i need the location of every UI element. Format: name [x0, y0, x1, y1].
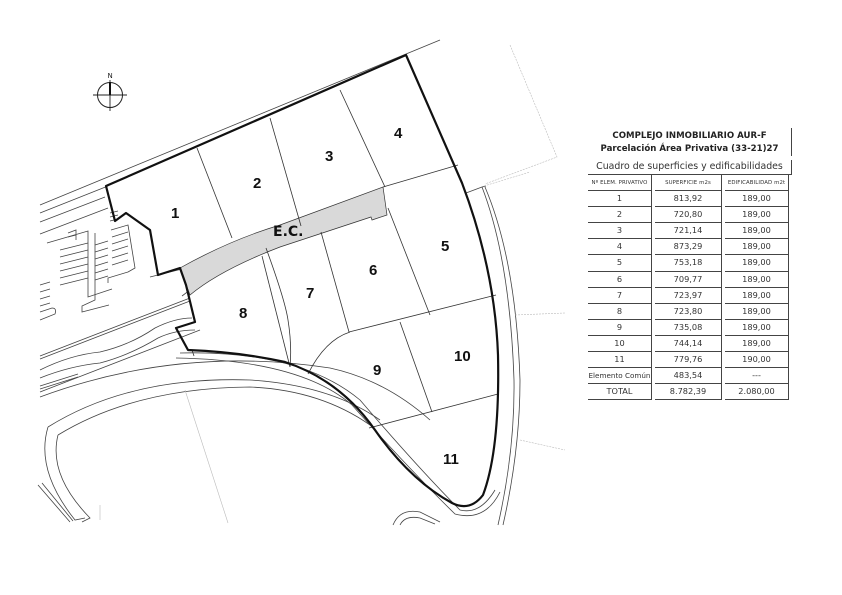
- table-total-row: TOTAL 8.782,39 2.080,00: [588, 384, 792, 401]
- total-label: TOTAL: [588, 384, 652, 401]
- table-caption: Cuadro de superficies y edificabilidades: [588, 160, 792, 175]
- header-surface: SUPERFICIE m2s: [655, 175, 722, 192]
- cell-surface: 873,29: [655, 239, 722, 256]
- cell-element: 11: [588, 352, 652, 369]
- cell-surface: 483,54: [655, 368, 722, 385]
- cell-buildability: 189,00: [725, 223, 789, 240]
- lot-label-10: 10: [454, 348, 471, 365]
- table-row: 11 779,76 190,00: [588, 352, 792, 369]
- cell-buildability: 189,00: [725, 255, 789, 272]
- lot-label-11: 11: [443, 451, 459, 468]
- table-header-row: Nº ELEM. PRIVATIVO SUPERFICIE m2s EDIFIC…: [588, 175, 792, 192]
- cell-surface: 813,92: [655, 191, 722, 208]
- table-row: 6 709,77 189,00: [588, 271, 792, 288]
- lot-label-3: 3: [325, 148, 333, 165]
- cell-element: 2: [588, 207, 652, 224]
- cell-surface: 723,97: [655, 287, 722, 304]
- cell-element: 6: [588, 271, 652, 288]
- surfaces-table: COMPLEJO INMOBILIARIO AUR-F Parcelación …: [588, 128, 792, 401]
- cell-surface: 709,77: [655, 271, 722, 288]
- cell-buildability: 189,00: [725, 239, 789, 256]
- lot-label-5: 5: [441, 238, 449, 255]
- lot-label-8: 8: [239, 305, 247, 322]
- total-buildability: 2.080,00: [725, 384, 789, 401]
- cell-element: 9: [588, 319, 652, 336]
- cell-buildability: 189,00: [725, 207, 789, 224]
- lot-label-7: 7: [306, 285, 314, 302]
- parking-area: [39, 210, 136, 321]
- lot-divisions: [191, 89, 499, 429]
- cell-element: 10: [588, 335, 652, 353]
- common-element-label: E.C.: [273, 224, 303, 240]
- cell-surface: 721,14: [655, 223, 722, 240]
- lot-labels: 1 2 3 4 5 6 7 8 9 10 11 E.C.: [171, 125, 471, 468]
- property-boundary: [104, 53, 500, 508]
- cell-buildability: 189,00: [725, 319, 789, 336]
- table-row: 1 813,92 189,00: [588, 191, 792, 208]
- cell-element: 7: [588, 287, 652, 304]
- cell-buildability: 189,00: [725, 271, 789, 288]
- cell-buildability: 189,00: [725, 191, 789, 208]
- table-row: 10 744,14 189,00: [588, 335, 792, 353]
- cell-surface: 753,18: [655, 255, 722, 272]
- table-row: 4 873,29 189,00: [588, 239, 792, 256]
- cell-surface: 723,80: [655, 303, 722, 320]
- project-name: COMPLEJO INMOBILIARIO AUR-F: [612, 131, 767, 141]
- cell-element: Elemento Común: [588, 368, 652, 385]
- cell-buildability: 189,00: [725, 303, 789, 320]
- cell-element: 3: [588, 223, 652, 240]
- table-row: 3 721,14 189,00: [588, 223, 792, 240]
- cell-buildability: 189,00: [725, 287, 789, 304]
- right-road: [465, 185, 521, 526]
- cell-buildability: ---: [725, 368, 789, 385]
- street-top: [39, 39, 441, 235]
- table-row: 5 753,18 189,00: [588, 255, 792, 272]
- table-row: 2 720,80 189,00: [588, 207, 792, 224]
- cell-surface: 735,08: [655, 319, 722, 336]
- header-buildability: EDIFICABILIDAD m2t: [725, 175, 789, 192]
- dotted-boundaries: [483, 44, 566, 451]
- cell-buildability: 190,00: [725, 352, 789, 369]
- table-row: 7 723,97 189,00: [588, 287, 792, 304]
- table-title: COMPLEJO INMOBILIARIO AUR-F Parcelación …: [588, 128, 792, 156]
- cell-element: 1: [588, 191, 652, 208]
- cell-surface: 779,76: [655, 352, 722, 369]
- lot-label-1: 1: [171, 205, 179, 222]
- project-subtitle: Parcelación Área Privativa (33-21)27: [600, 144, 779, 154]
- north-label: N: [108, 72, 113, 80]
- cell-surface: 720,80: [655, 207, 722, 224]
- lot-label-2: 2: [253, 175, 261, 192]
- north-arrow-icon: N: [93, 72, 127, 111]
- common-element-area: [179, 186, 388, 296]
- header-element: Nº ELEM. PRIVATIVO: [588, 175, 652, 192]
- curved-road: [37, 352, 501, 526]
- total-surface: 8.782,39: [655, 384, 722, 401]
- table-row: 9 735,08 189,00: [588, 319, 792, 336]
- cell-buildability: 189,00: [725, 335, 789, 353]
- landscape-strip: [39, 267, 201, 393]
- lot-label-4: 4: [394, 125, 403, 142]
- table-row-common-element: Elemento Común 483,54 ---: [588, 368, 792, 385]
- cell-element: 4: [588, 239, 652, 256]
- table-row: 8 723,80 189,00: [588, 303, 792, 320]
- cell-element: 5: [588, 255, 652, 272]
- lot-label-6: 6: [369, 262, 377, 279]
- cell-surface: 744,14: [655, 335, 722, 353]
- cell-element: 8: [588, 303, 652, 320]
- lot-label-9: 9: [373, 362, 381, 379]
